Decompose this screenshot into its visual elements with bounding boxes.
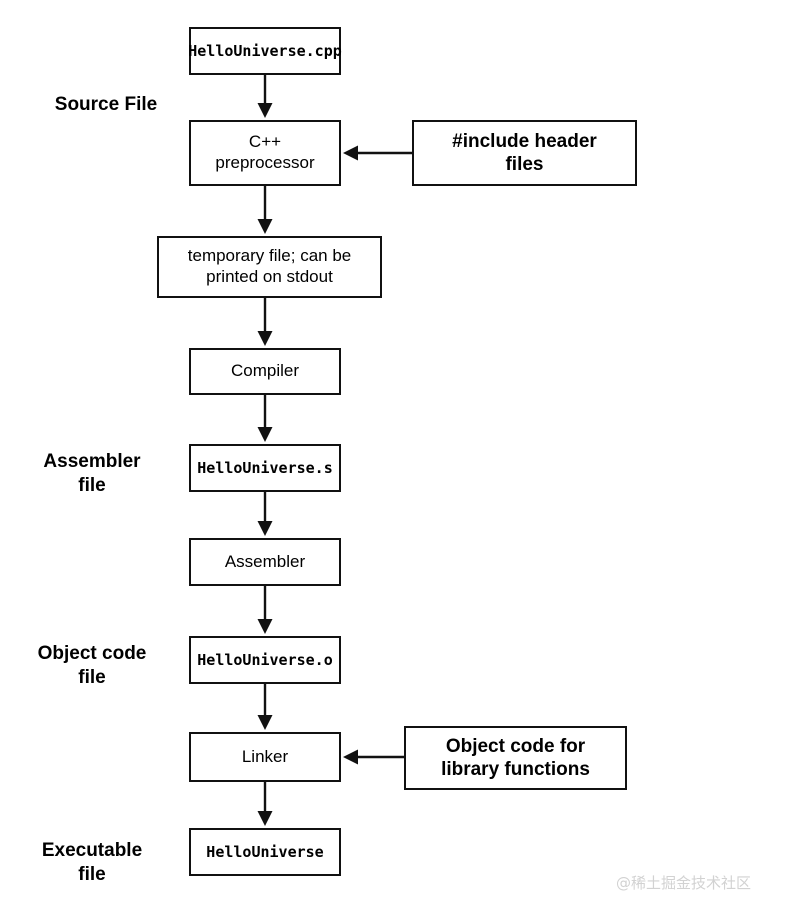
node-asmfile-label: HelloUniverse.s [197, 458, 333, 477]
watermark: @稀土掘金技术社区 [616, 874, 752, 892]
node-preprocessor[interactable]: C++ preprocessor [189, 120, 341, 186]
side-label-executable-file: Executable file [41, 840, 143, 885]
node-compiler-label: Compiler [230, 361, 300, 381]
arrowhead-compiler-to-asmfile [257, 427, 273, 442]
arrowhead-objfile-to-linker [257, 715, 273, 730]
node-executable[interactable]: HelloUniverse [189, 828, 341, 876]
node-preprocessor-label: C++ preprocessor [215, 132, 315, 172]
side-label-object-code-file: Object code file [37, 643, 147, 688]
arrowhead-linker-to-executable [257, 811, 273, 826]
node-tempfile[interactable]: temporary file; can be printed on stdout [157, 236, 382, 298]
node-linker-label: Linker [241, 746, 289, 766]
node-asmfile[interactable]: HelloUniverse.s [189, 444, 341, 492]
node-objfile[interactable]: HelloUniverse.o [189, 636, 341, 684]
node-source-label: HelloUniverse.cpp [188, 41, 342, 60]
node-assembler[interactable]: Assembler [189, 538, 341, 586]
node-linker[interactable]: Linker [189, 732, 341, 782]
side-label-assembler-file: Assembler file [43, 451, 141, 496]
node-objfile-label: HelloUniverse.o [197, 650, 333, 669]
node-executable-label: HelloUniverse [206, 842, 324, 861]
arrowhead-temp-to-compiler [257, 331, 273, 346]
node-source[interactable]: HelloUniverse.cpp [188, 27, 342, 75]
node-includes-label: #include header files [452, 130, 597, 175]
arrowhead-preprocessor-to-temp [257, 219, 273, 234]
node-compiler[interactable]: Compiler [189, 348, 341, 395]
arrowhead-libraries-to-linker [343, 749, 358, 765]
side-label-source-file: Source File [54, 94, 158, 115]
arrowhead-asmfile-to-assembler [257, 521, 273, 536]
node-assembler-label: Assembler [224, 551, 306, 571]
node-libraries-label: Object code for library functions [441, 735, 590, 780]
node-libraries[interactable]: Object code for library functions [404, 726, 627, 790]
node-includes[interactable]: #include header files [412, 120, 637, 186]
arrowhead-includes-to-preprocessor [343, 145, 358, 161]
arrowhead-assembler-to-objfile [257, 619, 273, 634]
arrowhead-source-to-preprocessor [257, 103, 273, 118]
node-tempfile-label: temporary file; can be printed on stdout [187, 246, 352, 286]
